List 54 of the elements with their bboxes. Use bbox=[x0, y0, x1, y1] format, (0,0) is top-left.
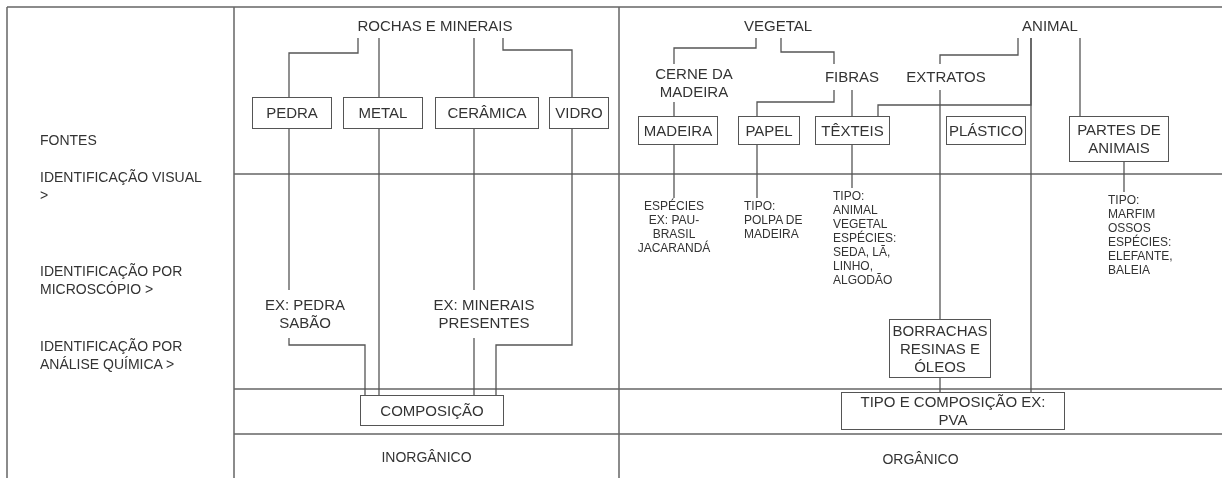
category-text: EX: PEDRA SABÃO bbox=[250, 290, 360, 338]
category-text: ROCHAS E MINERAIS bbox=[345, 14, 525, 38]
connector-line bbox=[939, 37, 1019, 65]
category-text: TIPO: POLPA DE MADEIRA bbox=[742, 198, 812, 242]
category-text: ANIMAL bbox=[1012, 14, 1088, 38]
category-box: COMPOSIÇÃO bbox=[360, 395, 504, 426]
connector-line bbox=[1123, 161, 1125, 193]
category-box: METAL bbox=[343, 97, 423, 129]
connector-line bbox=[939, 377, 941, 393]
connector-line bbox=[378, 128, 380, 396]
connector-line bbox=[673, 144, 675, 199]
column-label: ORGÂNICO bbox=[881, 450, 960, 468]
category-box: VIDRO bbox=[549, 97, 609, 129]
connector-line bbox=[1079, 37, 1081, 117]
category-text: VEGETAL bbox=[735, 14, 821, 38]
connector-line bbox=[288, 37, 359, 98]
category-box: MADEIRA bbox=[638, 116, 718, 145]
category-box: TIPO E COMPOSIÇÃO EX: PVA bbox=[841, 392, 1065, 430]
row-label: IDENTIFICAÇÃO POR MICROSCÓPIO > bbox=[40, 262, 184, 298]
connector-line bbox=[939, 89, 941, 320]
category-text: FIBRAS bbox=[818, 64, 886, 90]
connector-line bbox=[780, 37, 835, 65]
category-box: BORRACHAS RESINAS E ÓLEOS bbox=[889, 319, 991, 378]
row-label: IDENTIFICAÇÃO VISUAL > bbox=[40, 168, 203, 204]
column-label: INORGÂNICO bbox=[380, 448, 473, 466]
connector-line bbox=[673, 101, 675, 117]
connector-line bbox=[288, 128, 290, 291]
category-text: CERNE DA MADEIRA bbox=[636, 64, 752, 102]
category-text: TIPO: MARFIM OSSOS ESPÉCIES: ELEFANTE, BALEIA bbox=[1106, 192, 1180, 278]
connector-line bbox=[473, 37, 475, 98]
category-box: PLÁSTICO bbox=[946, 116, 1026, 145]
connector-line bbox=[851, 144, 853, 189]
connector-line bbox=[673, 37, 757, 65]
category-box: CERÂMICA bbox=[435, 97, 539, 129]
category-box: TÊXTEIS bbox=[815, 116, 890, 145]
connector-line bbox=[495, 128, 573, 396]
category-text: TIPO: ANIMAL VEGETAL ESPÉCIES: SEDA, LÃ, LINHO, ALGODÃO bbox=[831, 188, 905, 288]
row-label: IDENTIFICAÇÃO POR ANÁLISE QUÍMICA > bbox=[40, 337, 184, 373]
category-text: EX: MINERAIS PRESENTES bbox=[418, 290, 550, 338]
category-text: ESPÉCIES EX: PAU-BRASIL JACARANDÁ bbox=[633, 198, 715, 256]
connector-line bbox=[851, 89, 853, 117]
connector-line bbox=[378, 37, 380, 98]
connector-line bbox=[473, 128, 475, 291]
row-label: FONTES bbox=[40, 131, 98, 149]
connector-line bbox=[756, 89, 835, 117]
connector-line bbox=[502, 37, 573, 98]
category-text: EXTRATOS bbox=[900, 64, 992, 90]
connector-line bbox=[756, 144, 758, 199]
connector-line bbox=[288, 337, 366, 396]
category-box: PEDRA bbox=[252, 97, 332, 129]
connector-line bbox=[1030, 37, 1032, 393]
connector-line bbox=[473, 337, 475, 396]
category-box: PAPEL bbox=[738, 116, 800, 145]
category-box: PARTES DE ANIMAIS bbox=[1069, 116, 1169, 162]
